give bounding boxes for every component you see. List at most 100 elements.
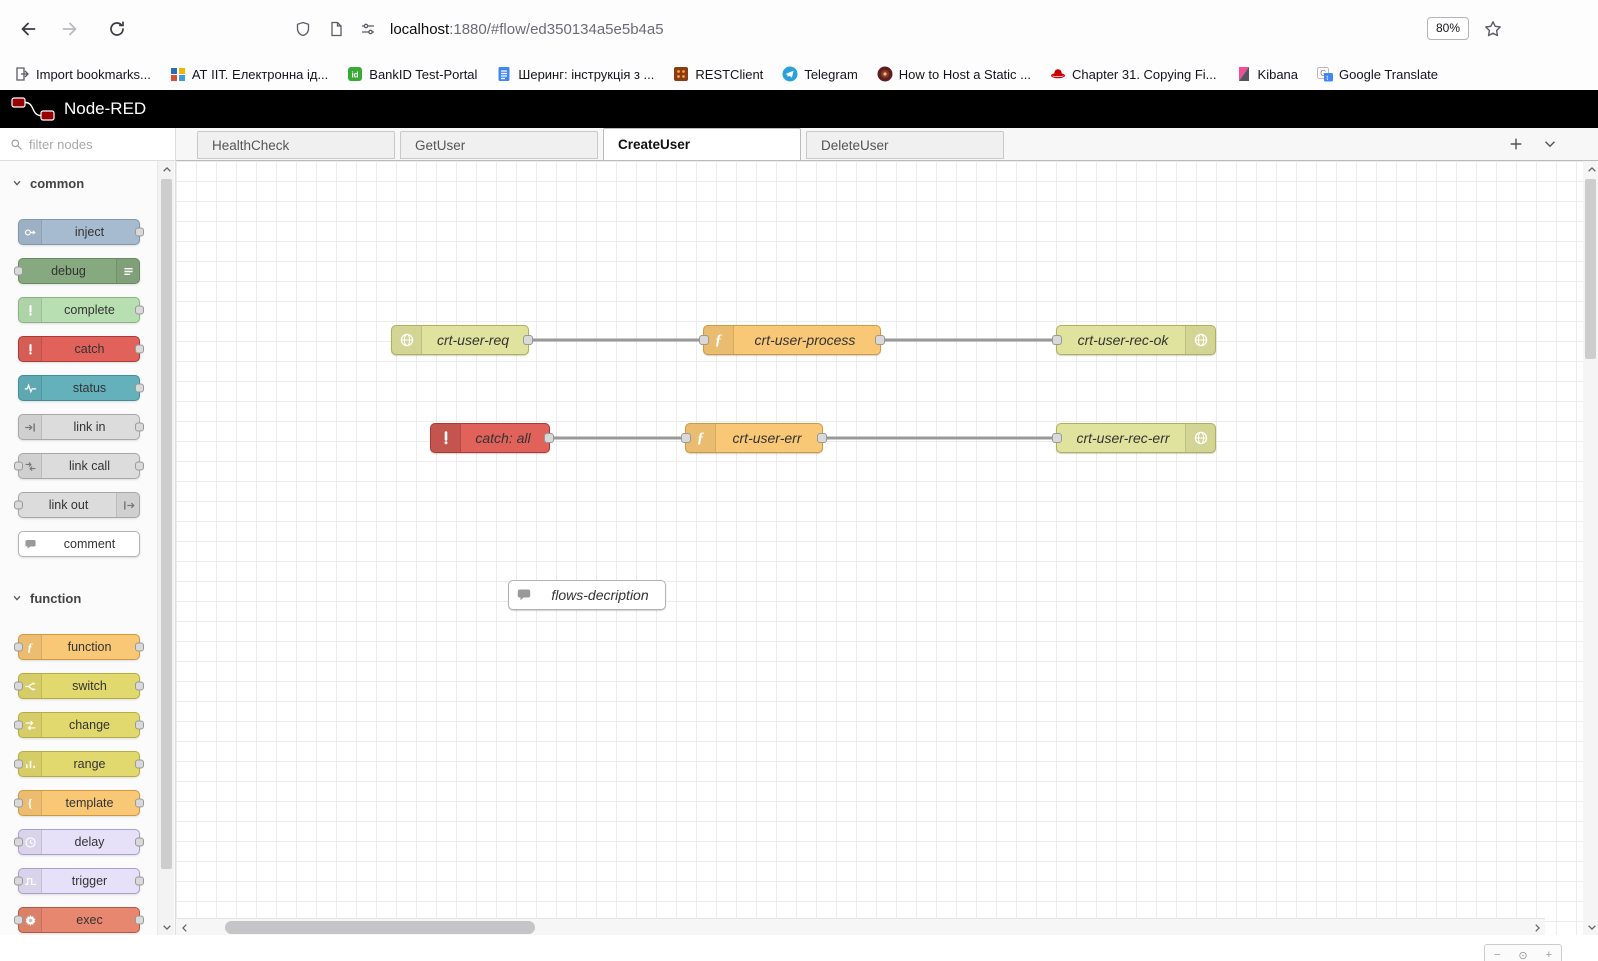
bookmark-item[interactable]: Import bookmarks...	[14, 66, 151, 82]
permissions-icon[interactable]	[360, 21, 376, 37]
node-port-out[interactable]	[135, 720, 144, 730]
node-port-out[interactable]	[135, 461, 144, 471]
node-port-out[interactable]	[135, 383, 144, 393]
node-port-out[interactable]	[135, 681, 144, 691]
node-port-in[interactable]	[14, 500, 23, 510]
reload-button[interactable]	[101, 13, 133, 45]
node-port-in[interactable]	[14, 915, 23, 925]
node-port-out[interactable]	[875, 335, 885, 345]
node-port-out[interactable]	[817, 433, 827, 443]
node-port-out[interactable]	[135, 798, 144, 808]
tab-deleteuser[interactable]: DeleteUser	[806, 131, 1004, 159]
palette-node-change[interactable]: change	[14, 712, 144, 738]
bookmark-item[interactable]: Шеринг: інструкція з ...	[496, 66, 654, 82]
palette-node-inject[interactable]: inject	[18, 219, 144, 245]
bookmark-star-icon[interactable]	[1483, 19, 1503, 39]
url-bar[interactable]: localhost:1880/#flow/ed350134a5e5b4a5	[390, 0, 664, 58]
node-port-out[interactable]	[135, 344, 144, 354]
vertical-scrollbar-thumb[interactable]	[1585, 179, 1596, 359]
bookmark-item[interactable]: RESTClient	[673, 66, 763, 82]
tab-healthcheck[interactable]: HealthCheck	[197, 131, 395, 159]
node-port-in[interactable]	[14, 798, 23, 808]
node-port-out[interactable]	[135, 305, 144, 315]
palette-node-status[interactable]: status	[18, 375, 144, 401]
palette-node-exec[interactable]: exec	[14, 907, 144, 933]
canvas-vertical-scrollbar[interactable]	[1583, 161, 1598, 935]
forward-button[interactable]	[54, 13, 86, 45]
zoom-reset-icon[interactable]: ⊙	[1518, 949, 1528, 961]
node-port-in[interactable]	[14, 642, 23, 652]
palette-scrollbar-thumb[interactable]	[161, 179, 172, 869]
zoom-in-icon[interactable]: +	[1545, 949, 1553, 961]
node-port-in[interactable]	[1052, 335, 1062, 345]
palette-category-function[interactable]: function	[0, 584, 157, 612]
tab-list-button[interactable]	[1542, 136, 1560, 154]
node-port-in[interactable]	[14, 837, 23, 847]
node-port-in[interactable]	[14, 681, 23, 691]
palette-node-catch[interactable]: catch	[18, 336, 144, 362]
node-port-out[interactable]	[544, 433, 554, 443]
scroll-right-icon[interactable]	[1528, 919, 1545, 936]
node-port-out[interactable]	[135, 227, 144, 237]
palette-node-delay[interactable]: delay	[14, 829, 144, 855]
back-button[interactable]	[12, 13, 44, 45]
palette-node-complete[interactable]: complete	[18, 297, 144, 323]
node-port-out[interactable]	[135, 915, 144, 925]
palette-node-comment[interactable]: comment	[18, 531, 140, 557]
node-port-in[interactable]	[14, 759, 23, 769]
bookmark-item[interactable]: Kibana	[1236, 66, 1298, 82]
flow-node-catch-all[interactable]: catch: all	[430, 423, 554, 453]
palette-node-link-in[interactable]: link in	[18, 414, 144, 440]
zoom-level-badge[interactable]: 80%	[1427, 17, 1470, 40]
node-port-in[interactable]	[681, 433, 691, 443]
palette-node-range[interactable]: range	[14, 751, 144, 777]
node-port-in[interactable]	[699, 335, 709, 345]
node-port-in[interactable]	[14, 876, 23, 886]
flow-node-crt-user-req[interactable]: crt-user-req	[391, 325, 533, 355]
bookmark-item[interactable]: Chapter 31. Copying Fi...	[1050, 66, 1217, 82]
bookmark-item[interactable]: АТ ІІТ. Електронна ід...	[170, 66, 328, 82]
canvas-horizontal-scrollbar[interactable]	[176, 918, 1545, 935]
node-port-out[interactable]	[135, 759, 144, 769]
bookmark-item[interactable]: How to Host a Static ...	[877, 66, 1031, 82]
tab-getuser[interactable]: GetUser	[400, 131, 598, 159]
node-port-in[interactable]	[14, 720, 23, 730]
palette-node-link-out[interactable]: link out	[14, 492, 140, 518]
scroll-up-icon[interactable]	[158, 161, 175, 178]
node-port-in[interactable]	[14, 461, 23, 471]
canvas-zoom-tools[interactable]: − ⊙ +	[1484, 944, 1562, 961]
horizontal-scrollbar-thumb[interactable]	[225, 921, 535, 934]
node-port-in[interactable]	[1052, 433, 1062, 443]
node-port-out[interactable]	[135, 422, 144, 432]
scroll-down-icon[interactable]	[158, 918, 175, 935]
add-flow-button[interactable]	[1508, 136, 1526, 154]
node-port-out[interactable]	[523, 335, 533, 345]
node-port-out[interactable]	[135, 837, 144, 847]
node-port-in[interactable]	[14, 266, 23, 276]
palette-node-trigger[interactable]: trigger	[14, 868, 144, 894]
palette-node-debug[interactable]: debug	[14, 258, 140, 284]
flow-node-crt-user-rec-err[interactable]: crt-user-rec-err	[1052, 423, 1216, 453]
zoom-out-icon[interactable]: −	[1493, 949, 1501, 961]
palette-filter-input[interactable]	[29, 136, 147, 152]
scroll-down-icon[interactable]	[1583, 918, 1598, 935]
flow-node-flows-decription[interactable]: flows-decription	[508, 580, 666, 610]
palette-scrollbar[interactable]	[157, 161, 174, 935]
palette-category-common[interactable]: common	[0, 169, 157, 197]
node-port-out[interactable]	[135, 642, 144, 652]
flow-node-crt-user-rec-ok[interactable]: crt-user-rec-ok	[1052, 325, 1216, 355]
node-port-out[interactable]	[135, 876, 144, 886]
bookmark-item[interactable]: Telegram	[782, 66, 858, 82]
page-info-icon[interactable]	[328, 21, 344, 37]
palette-node-link-call[interactable]: link call	[14, 453, 144, 479]
tracking-shield-icon[interactable]	[295, 21, 311, 37]
palette-node-template[interactable]: {template	[14, 790, 144, 816]
scroll-up-icon[interactable]	[1583, 161, 1598, 178]
scroll-left-icon[interactable]	[176, 919, 193, 936]
